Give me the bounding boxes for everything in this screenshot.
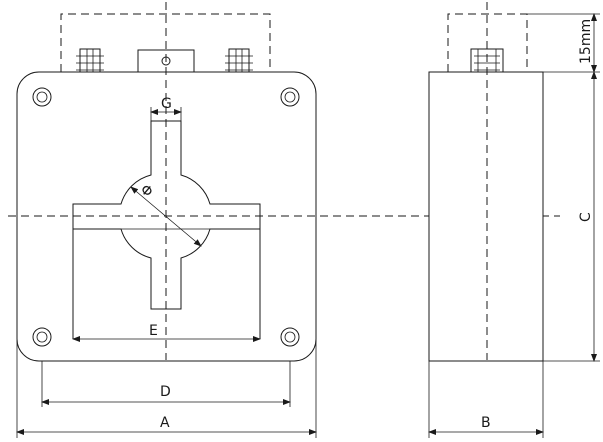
dim-d-label: D	[160, 384, 171, 400]
dim-c-label: C	[578, 212, 594, 222]
side-terminal-cover-outline	[447, 13, 528, 72]
right-terminal-stud	[225, 48, 253, 73]
dim-15mm-label: 15mm	[578, 19, 594, 64]
dim-a-label: A	[160, 415, 170, 431]
mounting-hole-bottom-right	[280, 327, 300, 347]
terminal-cover-outline	[60, 13, 271, 72]
dim-e-label: E	[149, 323, 158, 339]
dim-g-label: G	[161, 96, 172, 112]
dim-b-label: B	[481, 415, 491, 431]
mounting-hole-top-right	[280, 87, 300, 107]
mounting-hole-top-left	[32, 87, 52, 107]
window-e-box	[72, 229, 261, 339]
side-body	[428, 71, 544, 362]
left-terminal-stud	[76, 48, 104, 73]
mounting-hole-bottom-left	[32, 327, 52, 347]
side-view: B C 15mm	[428, 2, 600, 438]
side-terminal-stud	[470, 48, 504, 73]
busbar-window	[72, 120, 261, 310]
